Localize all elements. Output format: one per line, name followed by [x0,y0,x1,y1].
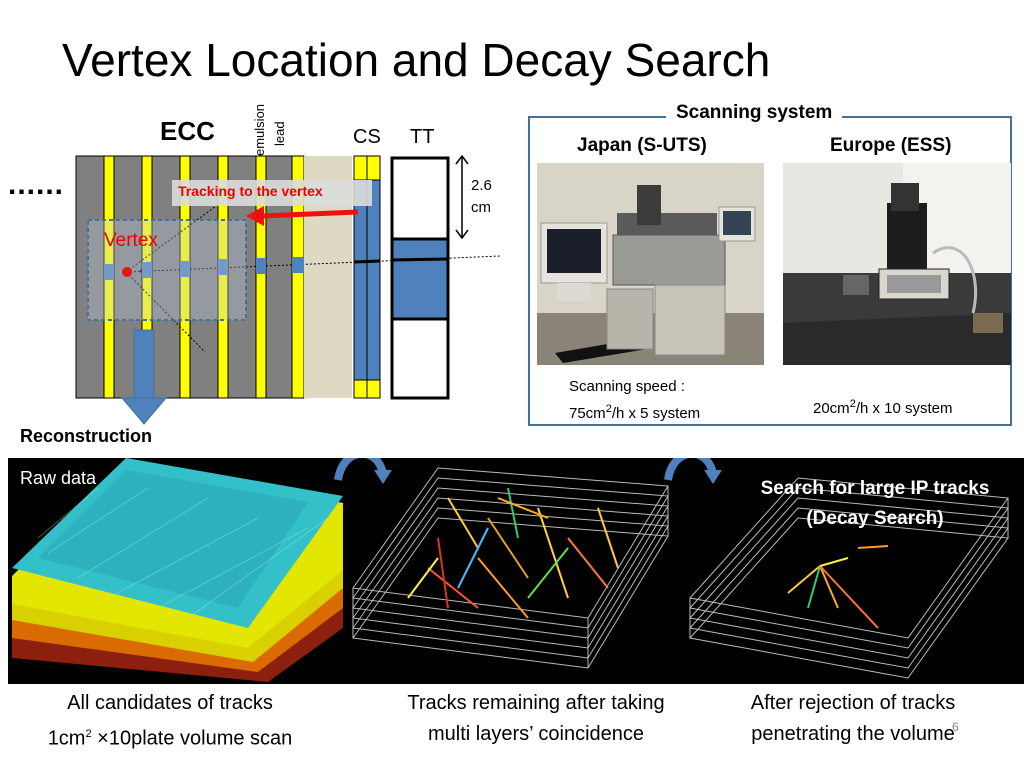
decay-track-lower [125,271,206,353]
reconstruction-visuals [12,458,1009,682]
japan-title: Japan (S-UTS) [577,135,707,156]
tracking-arrow [246,206,359,226]
tt-label: TT [410,126,435,148]
reconstruction-label: Reconstruction [20,426,153,446]
tt-module [390,156,450,400]
raw-data-volume [12,458,343,682]
emulsion-hits [104,257,304,280]
vertex-label: Vertex [104,230,158,251]
cs-label: CS [353,126,381,148]
caption-all-candidates: All candidates of tracks 1cm2 ×10plate v… [47,692,293,750]
decay-search-volume [689,477,1009,679]
dimension-arrow [455,154,469,240]
ecc-label: ECC [160,116,215,146]
japan-speed-label: Scanning speed : 75cm2/h x 5 system [569,378,701,422]
reconstruction-down-arrow [120,329,168,425]
flow-arrow-1 [334,458,392,484]
raw-data-label: Raw data [20,468,97,488]
continuation-dots: ...... [8,168,65,201]
page-number: 6 [952,720,959,734]
europe-title: Europe (ESS) [830,135,952,156]
vertex-point [122,267,132,277]
caption-coincidence: Tracks remaining after taking multi laye… [407,692,665,745]
decay-search-label: Search for large IP tracks (Decay Search… [760,478,990,529]
dimension-label: 2.6 cm [471,177,492,216]
decay-tracks [787,545,889,629]
scanning-system-title: Scanning system [666,102,843,124]
caption-rejection: After rejection of tracks penetrating th… [750,692,956,745]
flow-arrow-2 [664,458,722,484]
slide-title: Vertex Location and Decay Search [62,34,771,86]
europe-speed-label: 20cm2/h x 10 system [813,398,953,417]
japan-scanner-photo [537,163,764,365]
decay-track-upper [125,189,239,273]
coincidence-volume [352,467,669,669]
coincidence-tracks [407,487,619,619]
tracking-label: Tracking to the vertex [172,180,372,206]
vertex-region [87,219,247,321]
ecc-diagram [75,154,501,425]
europe-scanner-photo [783,163,1011,365]
